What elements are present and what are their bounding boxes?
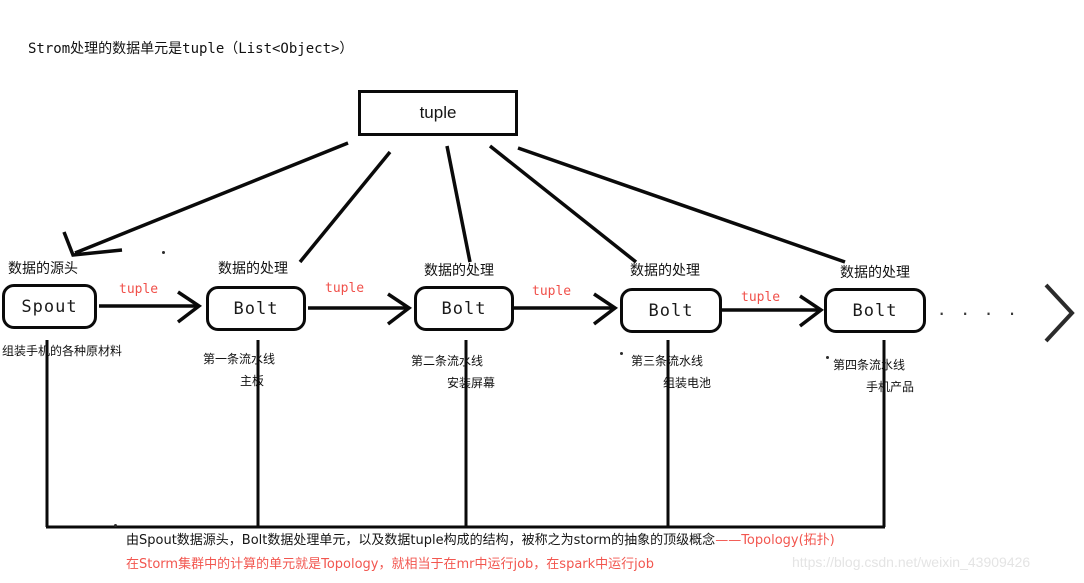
fanout-line-bolt4 — [517, 146, 846, 264]
ink-speck-2 — [620, 352, 623, 355]
node-bolt1[interactable]: Bolt — [206, 286, 306, 331]
edge-label-1: tuple — [119, 282, 159, 297]
ink-speck-4 — [114, 524, 117, 527]
flow-arrowhead-4 — [798, 294, 825, 328]
node-sublabel-bolt2-1: 第二条流水线 — [411, 354, 484, 368]
fanout-arrowhead-spout — [62, 231, 123, 257]
node-sublabel-bolt3-1: 第三条流水线 — [631, 354, 704, 368]
node-spout[interactable]: Spout — [2, 284, 97, 329]
node-sublabel-bolt3-2: 组装电池 — [663, 376, 712, 390]
fanout-line-bolt1 — [298, 150, 392, 264]
node-bolt2-label: Bolt — [441, 298, 487, 319]
edge-label-2: tuple — [325, 281, 365, 296]
node-caption-bolt2: 数据的处理 — [424, 263, 494, 279]
node-bolt1-label: Bolt — [233, 298, 279, 319]
caption-main-red: ——Topology(拓扑) — [715, 533, 835, 548]
fanout-line-bolt3 — [488, 144, 638, 264]
fanout-line-spout — [74, 141, 349, 255]
ink-speck-1 — [162, 251, 165, 254]
caption-main: 由Spout数据源头，Bolt数据处理单元，以及数据tuple构成的结构，被称之… — [126, 529, 835, 548]
tuple-box-label: tuple — [419, 103, 457, 122]
node-sublabel-bolt1-1: 第一条流水线 — [203, 352, 276, 366]
watermark: https://blog.csdn.net/weixin_43909426 — [792, 554, 1031, 570]
node-sublabel-bolt1-2: 主板 — [240, 374, 265, 388]
page-title: Strom处理的数据单元是tuple（List<Object>） — [28, 41, 354, 57]
node-sublabel-bolt2-2: 安装屏幕 — [447, 376, 496, 390]
node-caption-spout: 数据的源头 — [8, 261, 78, 277]
node-bolt4[interactable]: Bolt — [824, 288, 926, 333]
ellipsis-marker: · · · · — [938, 300, 1021, 325]
node-sublabel-bolt4-2: 手机产品 — [866, 380, 915, 394]
node-bolt2[interactable]: Bolt — [414, 286, 514, 331]
node-caption-bolt3: 数据的处理 — [630, 263, 700, 279]
flow-arrowhead-2 — [386, 292, 413, 326]
node-sublabel-spout-1: 组装手机的各种原材料 — [2, 344, 123, 358]
flow-arrowhead-3 — [592, 292, 619, 326]
node-bolt3[interactable]: Bolt — [620, 288, 722, 333]
node-sublabel-bolt4-1: 第四条流水线 — [833, 358, 906, 372]
node-caption-bolt4: 数据的处理 — [840, 265, 910, 281]
edge-label-3: tuple — [532, 284, 572, 299]
caption-red: 在Storm集群中的计算的单元就是Topology，就相当于在mr中运行job，… — [126, 557, 654, 572]
tuple-box: tuple — [358, 90, 518, 136]
caption-main-black: 由Spout数据源头，Bolt数据处理单元，以及数据tuple构成的结构，被称之… — [126, 533, 716, 548]
node-bolt4-label: Bolt — [852, 300, 898, 321]
edge-label-4: tuple — [741, 290, 781, 305]
node-caption-bolt1: 数据的处理 — [218, 261, 288, 277]
more-stages-chevron — [1044, 283, 1075, 343]
ink-speck-3 — [826, 356, 829, 359]
node-spout-label: Spout — [21, 296, 78, 317]
node-bolt3-label: Bolt — [648, 300, 694, 321]
flow-arrowhead-1 — [176, 290, 203, 324]
fanout-line-bolt2 — [445, 145, 472, 263]
